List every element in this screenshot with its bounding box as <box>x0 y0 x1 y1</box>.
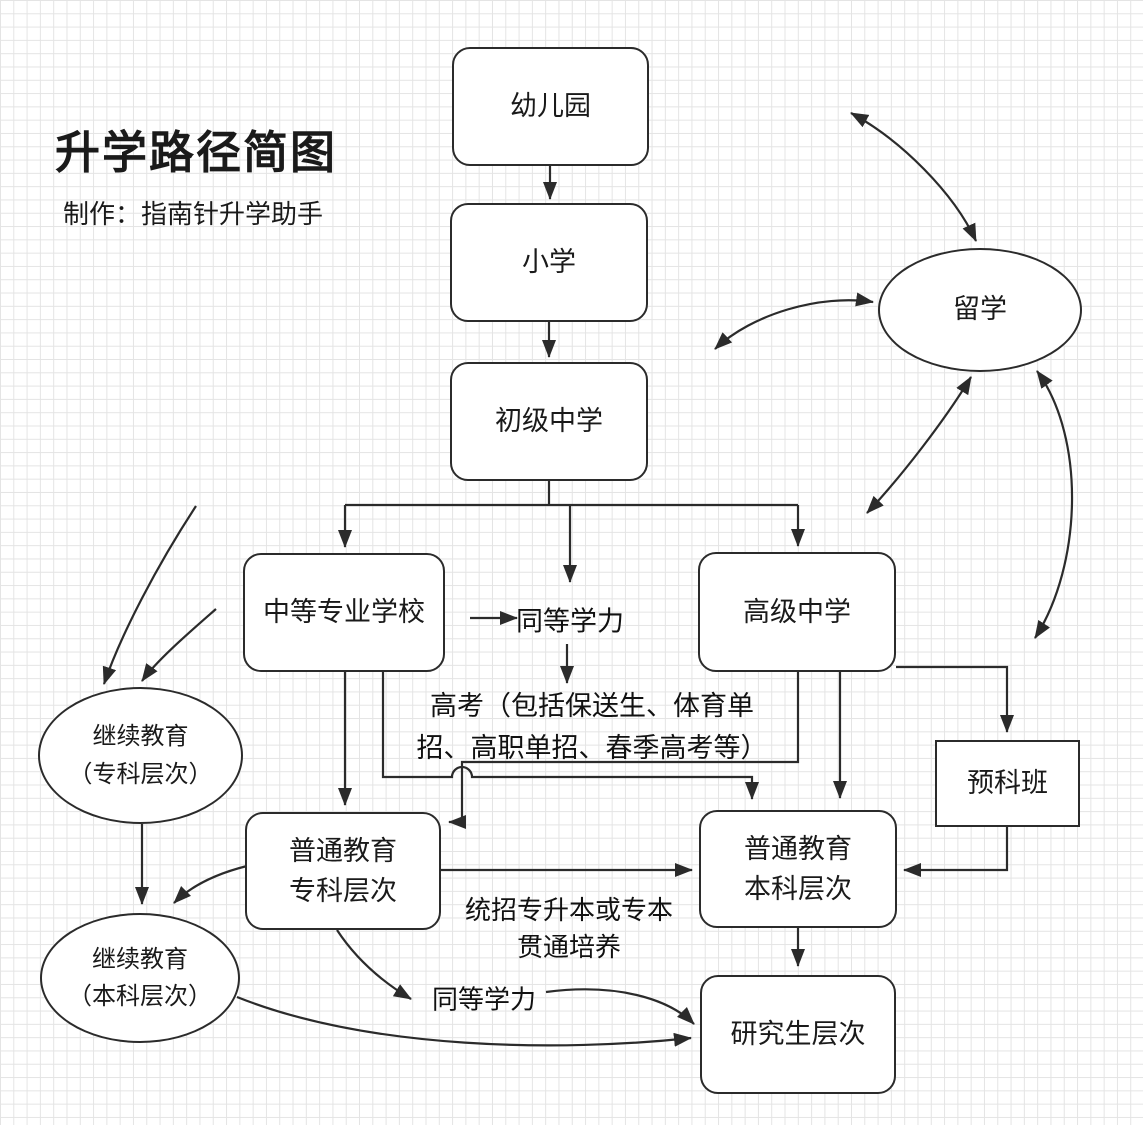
edge-prep-to-gen-benke <box>903 827 1009 877</box>
node-study-abroad-label: 留学 <box>953 294 1007 325</box>
node-junior-middle-school-label: 初级中学 <box>495 406 603 437</box>
node-preparatory-class-label: 预科班 <box>967 768 1048 799</box>
edge-junior-branch-trunk <box>345 480 798 507</box>
node-preparatory-class: 预科班 <box>935 740 1080 827</box>
node-general-education-bachelor: 普通教育 本科层次 <box>699 810 897 928</box>
node-general-education-bachelor-label: 普通教育 本科层次 <box>744 833 852 905</box>
edge-abroad-prep-bidir <box>1034 370 1074 639</box>
node-general-education-associate-label: 普通教育 专科层次 <box>289 835 397 907</box>
edge-equivalent-bottom-to-graduate <box>545 988 695 1025</box>
node-senior-high-school-label: 高级中学 <box>743 596 851 627</box>
edge-abroad-left-bidir <box>714 292 874 350</box>
edge-abroad-topleft-bidir <box>850 112 977 242</box>
node-graduate-level: 研究生层次 <box>700 975 896 1094</box>
edge-curve-into-cont-zhuanke-1 <box>102 505 197 685</box>
diagram-subtitle: 制作：指南针升学助手 <box>63 199 324 229</box>
label-zhuanshengben: 统招专升本或专本 贯通培养 <box>464 895 674 962</box>
node-kindergarten: 幼儿园 <box>452 47 649 166</box>
node-senior-high-school: 高级中学 <box>698 552 896 672</box>
edge-gen-zhuanke-to-cont-benke <box>173 864 248 904</box>
node-continuing-education-associate: 继续教育 （专科层次） <box>38 687 243 824</box>
node-continuing-education-bachelor-label: 继续教育 （本科层次） <box>68 945 212 1010</box>
label-equivalent-qualification-mid: 同等学力 <box>516 606 624 637</box>
node-secondary-vocational-school-label: 中等专业学校 <box>263 597 425 628</box>
label-equivalent-qualification-bottom: 同等学力 <box>431 984 537 1015</box>
edge-gen-zhuanke-to-equivalent-bottom <box>336 929 412 1000</box>
node-secondary-vocational-school: 中等专业学校 <box>243 553 445 672</box>
node-continuing-education-bachelor: 继续教育 （本科层次） <box>40 913 240 1043</box>
node-continuing-education-associate-label: 继续教育 （专科层次） <box>68 723 213 788</box>
node-study-abroad: 留学 <box>878 248 1082 372</box>
edge-senior-to-prep <box>896 665 1014 733</box>
node-junior-middle-school: 初级中学 <box>450 362 648 481</box>
edge-curve-into-cont-zhuanke-2 <box>141 608 217 682</box>
diagram-title: 升学路径简图 <box>55 127 338 178</box>
node-general-education-associate: 普通教育 专科层次 <box>245 812 441 930</box>
node-graduate-level-label: 研究生层次 <box>730 1019 866 1050</box>
node-primary-school-label: 小学 <box>522 247 576 278</box>
node-kindergarten-label: 幼儿园 <box>510 91 591 122</box>
edge-abroad-senior-bidir <box>866 376 972 514</box>
label-gaokao: 高考（包括保送生、体育单 招、高职单招、春季高考等） <box>416 691 768 763</box>
node-primary-school: 小学 <box>450 203 648 322</box>
